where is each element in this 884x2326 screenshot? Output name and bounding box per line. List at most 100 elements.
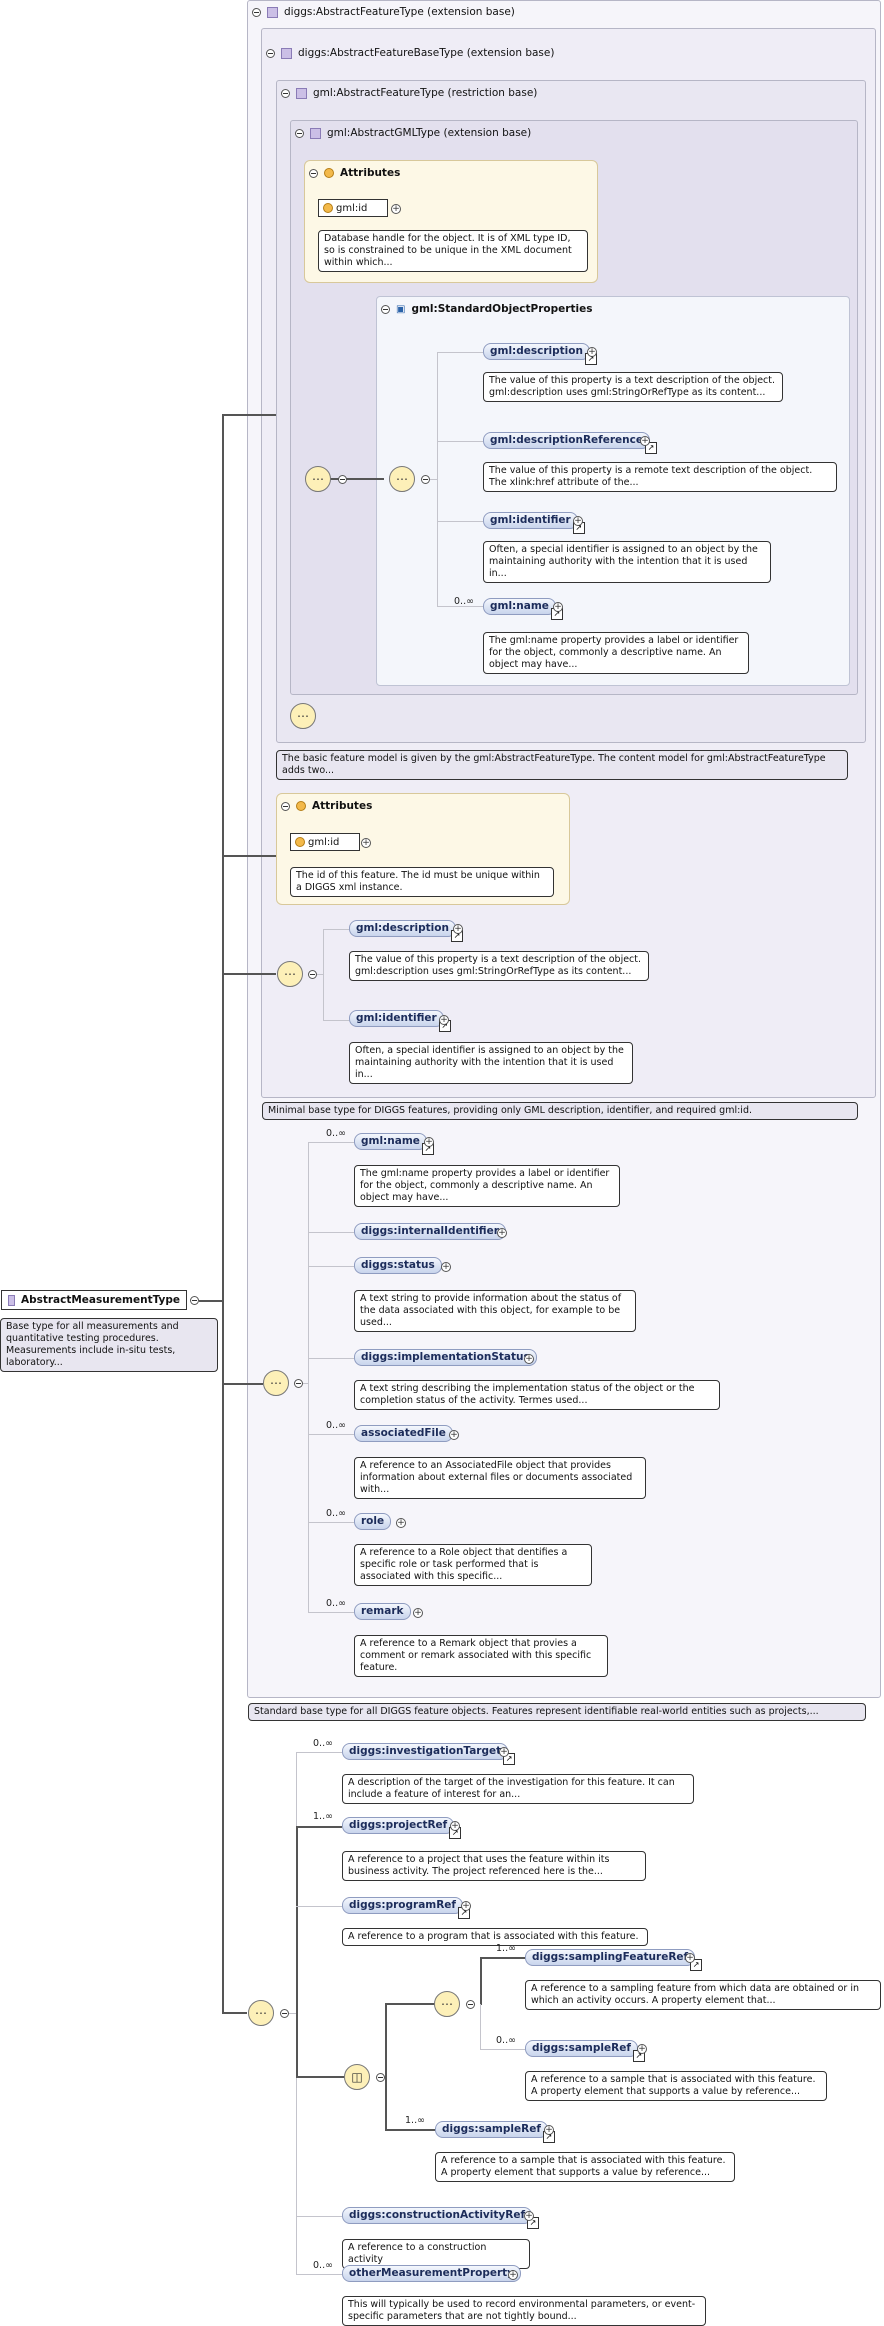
group-icon: ▣ (396, 303, 406, 315)
cardinality: 0..∞ (454, 596, 474, 607)
expand-icon[interactable]: + (497, 1228, 507, 1238)
gml-abstract-gml-type-header[interactable]: gml:AbstractGMLType (extension base) (295, 127, 531, 139)
element-gml-name[interactable]: gml:name (483, 598, 563, 620)
diggs-abstract-feature-base-type-doc: Minimal base type for DIGGS features, pr… (262, 1102, 858, 1120)
element-diggs-project-ref[interactable]: diggs:projectRef (342, 1817, 462, 1839)
sequence-icon[interactable]: ⋯ (389, 466, 415, 492)
element-doc: A reference to a program that is associa… (342, 1928, 648, 1946)
element-diggs-implementation-status[interactable]: diggs:implementationStatus (354, 1349, 537, 1366)
element-gml-name[interactable]: gml:name (354, 1133, 434, 1155)
expand-icon[interactable]: + (573, 516, 583, 526)
element-doc: A reference to a project that uses the f… (342, 1851, 646, 1881)
complex-type-icon (296, 87, 307, 99)
expand-icon[interactable]: + (413, 1608, 423, 1618)
attributes-header[interactable]: Attributes (281, 800, 372, 812)
complex-type-icon (8, 1294, 15, 1306)
diggs-abstract-feature-type-doc: Standard base type for all DIGGS feature… (248, 1703, 866, 1721)
expand-icon[interactable]: + (439, 1015, 449, 1025)
attribute-name: gml:id (336, 202, 368, 214)
expand-icon[interactable]: + (544, 2125, 554, 2135)
collapse-icon[interactable] (295, 128, 304, 138)
collapse-icon[interactable] (266, 48, 275, 58)
element-diggs-sample-ref[interactable]: diggs:sampleRef (435, 2121, 555, 2143)
element-doc: A text string to provide information abo… (354, 1290, 636, 1332)
sequence-icon[interactable]: ⋯ (305, 466, 331, 492)
element-other-measurement-property[interactable]: otherMeasurementProperty (342, 2265, 522, 2282)
cardinality: 0..∞ (326, 1420, 346, 1431)
collapse-icon[interactable] (280, 2009, 289, 2018)
expand-icon[interactable]: + (449, 1430, 459, 1440)
expand-icon[interactable]: + (391, 204, 401, 214)
expand-icon[interactable]: + (508, 2270, 518, 2280)
element-diggs-construction-activity-ref[interactable]: diggs:constructionActivityRef (342, 2207, 540, 2229)
attributes-header[interactable]: Attributes (309, 167, 400, 179)
collapse-icon[interactable] (309, 168, 318, 178)
abstract-feature-base-type-header[interactable]: diggs:AbstractFeatureBaseType (extension… (266, 47, 554, 59)
expand-icon[interactable]: + (396, 1518, 406, 1528)
collapse-icon[interactable] (308, 970, 317, 979)
expand-icon[interactable]: + (461, 1901, 471, 1911)
sequence-icon[interactable]: ⋯ (248, 2000, 274, 2026)
root-name: AbstractMeasurementType (20, 1294, 180, 1306)
element-role[interactable]: role (354, 1513, 392, 1530)
expand-icon[interactable]: + (441, 1262, 451, 1272)
collapse-icon[interactable] (281, 88, 290, 98)
element-diggs-investigation-target[interactable]: diggs:investigationTarget (342, 1743, 516, 1765)
element-associated-file[interactable]: associatedFile (354, 1425, 453, 1442)
element-doc: A reference to a Remark object that prov… (354, 1635, 608, 1677)
attribute-gml-id[interactable]: gml:id (318, 199, 388, 217)
collapse-icon[interactable] (376, 2073, 385, 2082)
expand-icon[interactable]: + (587, 347, 597, 357)
expand-icon[interactable]: + (361, 838, 371, 848)
collapse-icon[interactable] (421, 475, 430, 484)
element-diggs-status[interactable]: diggs:status (354, 1257, 442, 1274)
element-diggs-sample-ref[interactable]: diggs:sampleRef (525, 2040, 645, 2062)
element-gml-identifier[interactable]: gml:identifier (483, 512, 585, 534)
element-gml-description[interactable]: gml:description (483, 343, 597, 365)
sequence-icon[interactable]: ⋯ (434, 1991, 460, 2017)
sequence-icon[interactable]: ⋯ (290, 703, 316, 729)
abstract-measurement-type-root[interactable]: AbstractMeasurementType (1, 1290, 187, 1310)
gml-abstract-feature-type-header[interactable]: gml:AbstractFeatureType (restriction bas… (281, 87, 537, 99)
element-doc: A reference to a Role object that dentif… (354, 1544, 592, 1586)
expand-icon[interactable]: + (453, 924, 463, 934)
expand-icon[interactable]: + (553, 602, 563, 612)
element-doc: A text string describing the implementat… (354, 1380, 720, 1410)
element-diggs-internal-identifier[interactable]: diggs:internalIdentifier (354, 1223, 506, 1240)
collapse-icon[interactable] (252, 7, 261, 17)
attributes-label: Attributes (312, 800, 373, 812)
cardinality: 0..∞ (326, 1508, 346, 1519)
expand-icon[interactable]: + (450, 1821, 460, 1831)
sequence-icon[interactable]: ⋯ (263, 1370, 289, 1396)
element-doc: A reference to an AssociatedFile object … (354, 1457, 646, 1499)
expand-icon[interactable]: + (640, 436, 650, 446)
expand-icon[interactable]: + (524, 1354, 534, 1364)
attribute-gml-id[interactable]: gml:id (290, 833, 360, 851)
element-diggs-sampling-feature-ref[interactable]: diggs:samplingFeatureRef (525, 1949, 703, 1971)
expand-icon[interactable]: + (499, 1747, 509, 1757)
element-gml-identifier[interactable]: gml:identifier (349, 1010, 451, 1032)
collapse-icon[interactable] (381, 304, 390, 314)
attribute-doc: Database handle for the object. It is of… (318, 230, 588, 272)
element-gml-description-reference[interactable]: gml:descriptionReference (483, 432, 657, 454)
standard-object-properties-header[interactable]: ▣ gml:StandardObjectProperties (381, 303, 592, 315)
element-doc: This will typically be used to record en… (342, 2296, 706, 2326)
element-diggs-program-ref[interactable]: diggs:programRef (342, 1897, 470, 1919)
collapse-icon[interactable] (281, 801, 290, 811)
abstract-feature-type-header[interactable]: diggs:AbstractFeatureType (extension bas… (252, 6, 515, 18)
collapse-icon[interactable] (466, 2000, 475, 2009)
collapse-icon[interactable] (294, 1379, 303, 1388)
expand-icon[interactable]: + (424, 1137, 434, 1147)
expand-icon[interactable]: + (637, 2044, 647, 2054)
abstract-feature-type-title: diggs:AbstractFeatureType (extension bas… (284, 6, 515, 18)
collapse-icon[interactable] (190, 1296, 199, 1305)
collapse-icon[interactable] (338, 475, 347, 484)
element-doc: A reference to a sampling feature from w… (525, 1980, 881, 2010)
element-remark[interactable]: remark (354, 1603, 411, 1620)
choice-icon[interactable]: ◫ (344, 2064, 370, 2090)
element-doc: The gml:name property provides a label o… (483, 632, 749, 674)
element-gml-description[interactable]: gml:description (349, 920, 463, 942)
expand-icon[interactable]: + (524, 2211, 534, 2221)
expand-icon[interactable]: + (685, 1953, 695, 1963)
sequence-icon[interactable]: ⋯ (277, 961, 303, 987)
